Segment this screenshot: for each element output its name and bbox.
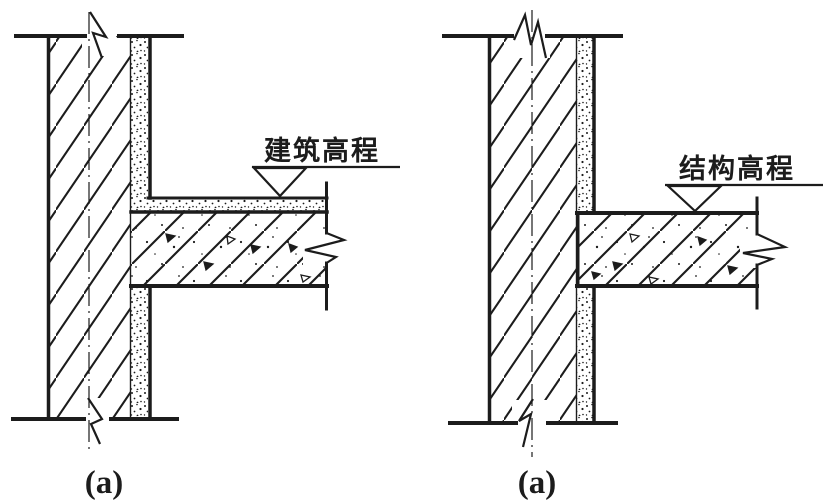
wall-bottom-break-icon xyxy=(87,397,104,445)
elevation-label: 建筑高程 xyxy=(264,135,380,166)
floor-slab xyxy=(575,196,790,310)
slab-end-break xyxy=(740,196,790,310)
break-zigzag-icon xyxy=(742,233,789,267)
elevation-label: 结构高程 xyxy=(679,153,795,184)
slab-concrete-grain xyxy=(579,214,757,285)
wall-top-break-icon xyxy=(512,11,548,59)
wall-top-break-icon xyxy=(89,11,109,59)
elevation-marker-building: 建筑高程 xyxy=(251,135,400,198)
wall-hatch xyxy=(50,36,130,419)
plaster-stipple-upper xyxy=(131,36,148,198)
plaster-stipple-lower xyxy=(131,287,148,419)
wall-section xyxy=(487,34,578,425)
panel-caption: (a) xyxy=(85,465,123,500)
wall-breaks-and-boundaries xyxy=(11,11,184,452)
concrete-aggregate-marks xyxy=(165,233,312,284)
wall-breaks-and-boundaries xyxy=(442,10,623,457)
slab-concrete-grain xyxy=(131,213,327,285)
wall-hatch xyxy=(491,36,576,423)
slab-end-break xyxy=(303,181,350,311)
wall-section xyxy=(46,34,132,421)
break-zigzag-icon xyxy=(304,231,348,264)
right-detail-panel: 结构高程 (a) xyxy=(442,10,823,500)
elevation-marker-structural: 结构高程 xyxy=(665,153,823,213)
concrete-aggregate-marks xyxy=(591,233,739,286)
floor-slab xyxy=(129,181,350,311)
wall-plaster-layer xyxy=(131,34,152,421)
wall-bottom-break-icon xyxy=(518,398,534,448)
elevation-level-icon xyxy=(251,166,309,198)
plaster-stipple-upper xyxy=(577,36,593,213)
wall-plaster-layer xyxy=(577,34,596,425)
left-detail-panel: 建筑高程 (a) xyxy=(11,11,400,500)
plaster-stipple-lower xyxy=(577,286,593,423)
floor-finish-layer xyxy=(131,198,327,211)
panel-caption: (a) xyxy=(518,465,556,500)
elevation-level-icon xyxy=(665,184,724,213)
